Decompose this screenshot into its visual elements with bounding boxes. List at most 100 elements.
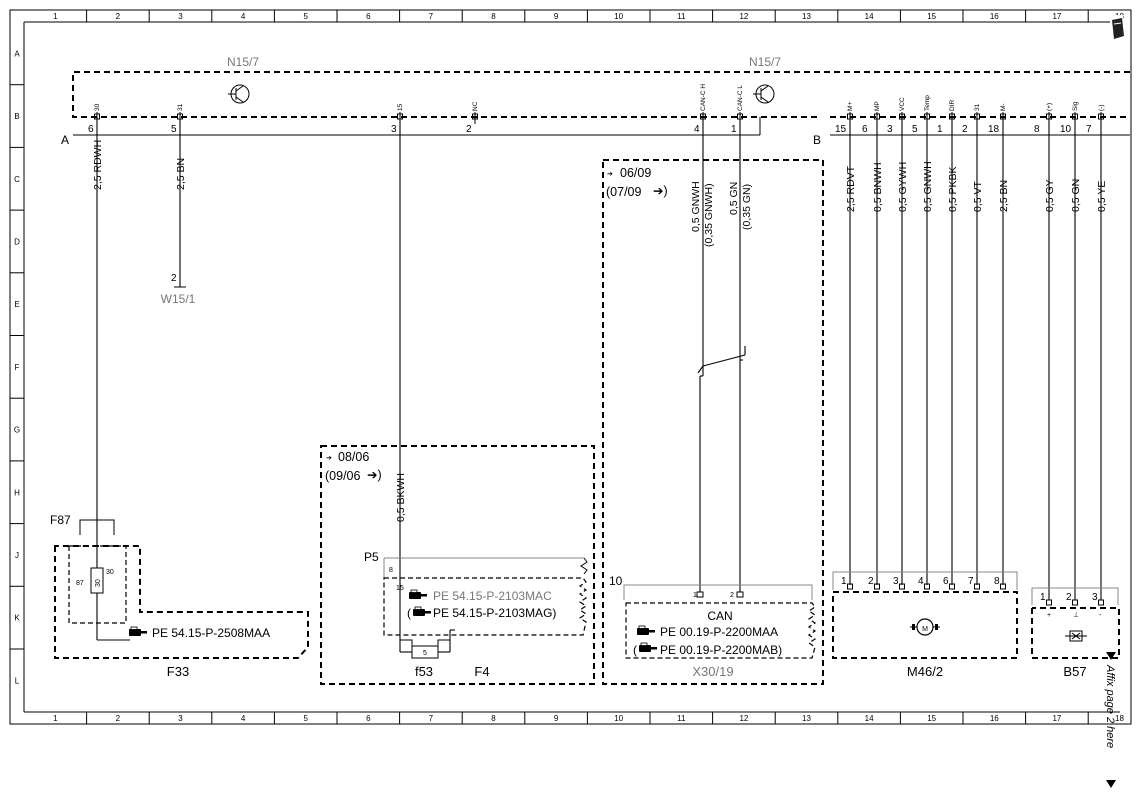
svg-text:⊥: ⊥ — [1073, 612, 1079, 619]
f4-label: F4 — [474, 664, 489, 679]
connector-a-label: A — [61, 133, 69, 147]
f4-date-alt: (09/06 — [325, 469, 360, 483]
column-number: 18 — [1115, 714, 1124, 723]
pin-number: 15 — [835, 124, 847, 135]
pin-signal-label: Sig — [1072, 101, 1079, 111]
can-date-alt: (07/09 — [606, 185, 641, 199]
sensor-pin: 3- — [1092, 592, 1104, 619]
column-number: 1 — [53, 12, 58, 21]
column-number: 10 — [614, 714, 623, 723]
fuse-30-label-b: 30 — [106, 569, 114, 576]
column-number: 3 — [178, 714, 183, 723]
connector-pin: NC2 — [466, 101, 479, 135]
connector-pin: (-)7 — [1086, 105, 1105, 136]
fuse-30-label-a: 30 — [95, 579, 102, 587]
connector-pin: 306 — [88, 103, 101, 135]
pin-number: 5 — [171, 124, 177, 135]
column-number: 16 — [990, 12, 999, 21]
pin-number: 2 — [1066, 592, 1072, 603]
column-number: 11 — [677, 714, 686, 723]
column-number: 15 — [927, 12, 936, 21]
reference-hand-icon — [638, 642, 658, 653]
column-number: 8 — [491, 12, 496, 21]
affix-page-note: Affix page 2 here — [1104, 664, 1116, 748]
column-number: 9 — [554, 714, 559, 723]
wire-label: 0,5 GNWH — [922, 161, 934, 212]
connector-pin: (+)8 — [1034, 103, 1053, 135]
pin-number: 1 — [937, 124, 943, 135]
x30-reference-2: PE 00.19-P-2200MAB) — [660, 643, 782, 657]
column-number: 13 — [802, 714, 811, 723]
wire-label: 0,5 GYWH — [897, 162, 909, 212]
column-number: 11 — [677, 12, 686, 21]
pin-number: 4 — [694, 124, 700, 135]
pin-number: 3 — [1092, 592, 1098, 603]
f4-reference-2: PE 54.15-P-2103MAG) — [433, 606, 556, 620]
f33-reference: PE 54.15-P-2508MAA — [152, 626, 270, 640]
pin-number: 2 — [868, 576, 874, 587]
pin-signal-label: NC — [472, 101, 479, 111]
w15-1-ground: 2 W15/1 — [161, 273, 196, 306]
reference-hand-icon — [636, 625, 656, 636]
pin-signal-label: (-) — [1098, 105, 1105, 112]
motor-pin: 3 — [893, 576, 905, 590]
pin-number: 1 — [841, 576, 847, 587]
reference-hand-icon — [408, 589, 428, 600]
x30-pin-10: 10 — [609, 574, 623, 588]
pin-signal-label: 15 — [397, 103, 404, 111]
svg-text:(: ( — [407, 606, 411, 620]
wire-label-can-l-alt: (0,35 GN) — [741, 184, 753, 230]
row-letter: B — [14, 112, 19, 121]
fuse-87-label: 87 — [76, 580, 84, 587]
column-number: 4 — [241, 12, 246, 21]
connector-b-wires — [849, 120, 1102, 600]
pin-number: 1 — [731, 124, 737, 135]
w15-1-pin: 2 — [171, 273, 177, 284]
pin-signal-label: (+) — [1046, 103, 1053, 111]
column-number: 14 — [865, 12, 874, 21]
connector-pin: MP6 — [862, 101, 881, 135]
b57-sensor: 1+2⊥3- B57 — [1031, 587, 1120, 679]
motor-icon: M — [910, 618, 940, 636]
pin-signal-label: 31 — [974, 103, 981, 111]
svg-text:M: M — [922, 626, 928, 633]
f53-label: f53 — [415, 664, 433, 679]
column-number: 9 — [554, 12, 559, 21]
page-corner-icon — [1110, 15, 1124, 41]
wire-label-can-h: 0,5 GNWH — [690, 181, 702, 232]
transistor-icon — [753, 84, 775, 104]
transistor-icon — [228, 84, 250, 104]
reference-hand-icon — [412, 606, 432, 617]
pin-signal-label: VCC — [899, 97, 906, 111]
pin-signal-label: DIR — [949, 100, 956, 112]
pin-signal-label: CAN-C H — [700, 84, 707, 111]
column-number: 14 — [865, 714, 874, 723]
row-letter: G — [14, 426, 20, 435]
pin-number: 4 — [918, 576, 924, 587]
pin-number: 3 — [893, 576, 899, 587]
pin-number: 1 — [1040, 592, 1046, 603]
wire-label-a6: 2,5 RDWH — [92, 140, 104, 190]
column-number: 13 — [802, 12, 811, 21]
pin-number: 18 — [988, 124, 1000, 135]
column-number: 8 — [491, 714, 496, 723]
n15-7-right-label: N15/7 — [749, 55, 781, 69]
pin-number: 7 — [968, 576, 974, 587]
row-letter: L — [15, 676, 20, 685]
column-number: 7 — [429, 714, 434, 723]
arrow-icon: ➔) — [653, 184, 668, 198]
wires — [96, 120, 1102, 600]
row-letter: C — [14, 175, 20, 184]
wire-label-can-l: 0,5 GN — [728, 182, 740, 215]
wire-label: 0,5 YE — [1096, 181, 1108, 212]
column-number: 3 — [178, 12, 183, 21]
pin-number: 2 — [962, 124, 968, 135]
svg-text:-: - — [1099, 612, 1102, 619]
